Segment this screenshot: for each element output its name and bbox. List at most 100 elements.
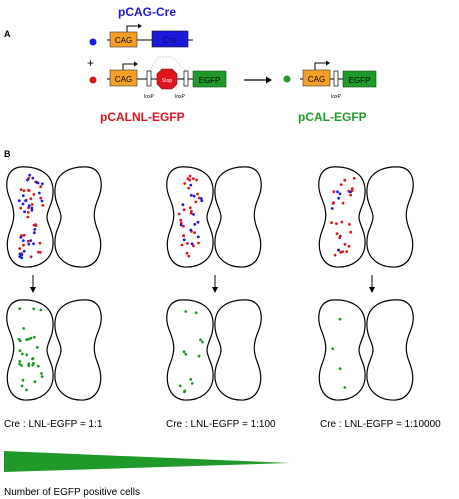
lnl-cag-box [109, 69, 138, 87]
plus-sign: + [87, 56, 94, 70]
cre-plasmid-title: pCAG-Cre [118, 5, 176, 19]
stop-octagon-icon [156, 68, 178, 90]
green-cell-dot [21, 352, 24, 356]
blue-cell-dot [33, 228, 37, 231]
green-dot-icon [283, 75, 291, 83]
red-cell-dot [34, 223, 38, 226]
blue-cell-dot [189, 193, 193, 197]
retina-left-lobe [6, 299, 54, 401]
green-cell-dot [25, 353, 29, 357]
blue-cell-dot [182, 238, 186, 242]
blue-cell-dot [192, 194, 196, 198]
stop-label: Stop [162, 78, 173, 84]
red-cell-dot [186, 242, 189, 245]
green-cell-dot [199, 338, 202, 342]
red-cell-dot [192, 244, 195, 248]
cre-arrowhead-icon [138, 23, 142, 29]
green-cell-dot [31, 357, 34, 361]
retina-pair-bottom-1 [6, 299, 102, 401]
cal-egfp-box [342, 70, 377, 88]
red-cell-dot [179, 218, 183, 222]
green-cell-dot [40, 372, 43, 375]
green-cell-dot [39, 308, 43, 312]
green-cell-dot [22, 327, 26, 330]
green-cell-dot [27, 362, 31, 366]
red-cell-dot [188, 174, 192, 178]
green-cell-dot [18, 360, 22, 363]
blue-cell-dot [21, 239, 25, 242]
red-cell-dot [180, 243, 184, 247]
red-cell-dot [39, 185, 43, 189]
cal-plasmid-title: pCAL-EGFP [298, 110, 367, 124]
green-cell-dot [20, 384, 24, 388]
blue-cell-dot [337, 196, 341, 200]
cre-gene-label: Cre [163, 35, 178, 45]
blue-cell-dot [27, 242, 31, 246]
reaction-arrowhead-icon [266, 76, 272, 84]
blue-cell-dot [199, 197, 203, 200]
red-cell-dot [188, 206, 192, 210]
blue-cell-dot [20, 256, 24, 260]
blue-cell-dot [19, 236, 23, 239]
green-cell-dot [338, 317, 342, 321]
blue-cell-dot [18, 255, 22, 258]
blue-cell-dot [179, 223, 183, 227]
green-cell-dot [31, 363, 35, 367]
red-cell-dot [187, 254, 191, 258]
red-cell-dot [349, 230, 353, 234]
red-cell-dot [187, 186, 191, 190]
blue-cell-dot [27, 204, 31, 207]
blue-cell-dot [192, 213, 195, 216]
retina-left-lobe [318, 166, 366, 268]
red-cell-dot [332, 190, 336, 194]
ratio-label-3: Cre : LNL-EGFP = 1:10000 [320, 419, 441, 430]
red-cell-dot [179, 221, 183, 225]
blue-cell-dot [330, 207, 334, 210]
green-cell-dot [35, 346, 39, 349]
cal-egfp-label: EGFP [349, 76, 371, 85]
loxp-label-left: loxP [144, 94, 154, 100]
blue-cell-dot [193, 223, 197, 226]
red-cell-dot [330, 221, 333, 224]
blue-cell-dot [200, 199, 204, 202]
blue-cell-dot [40, 199, 44, 203]
blue-cell-dot [21, 194, 25, 198]
loxp-label-right: loxP [175, 94, 185, 100]
cre-cag-label: CAG [115, 36, 132, 45]
loxp-site-left [146, 70, 152, 87]
red-dot-icon [89, 76, 97, 84]
red-cell-dot [29, 197, 33, 200]
red-cell-dot [192, 177, 195, 180]
lnl-cag-label: CAG [115, 75, 132, 84]
cal-arrow-icon [314, 62, 328, 70]
green-cell-dot [183, 390, 186, 394]
red-cell-dot [196, 192, 199, 196]
red-cell-dot [193, 231, 196, 234]
red-cell-dot [22, 189, 26, 193]
cal-loxp-site [333, 70, 339, 87]
green-cell-dot [182, 350, 186, 354]
retina-pair-top-1 [6, 166, 102, 268]
red-cell-dot [349, 193, 352, 197]
red-cell-dot [183, 182, 187, 185]
green-cell-dot [21, 378, 25, 382]
green-cell-dot [27, 364, 31, 368]
blue-cell-dot [35, 180, 39, 184]
red-cell-dot [177, 212, 181, 216]
cre-arrow-icon [126, 25, 140, 33]
red-cell-dot [347, 244, 351, 248]
lnl-arrow-icon [122, 63, 136, 71]
green-cell-dot [343, 386, 347, 389]
green-cell-dot [184, 352, 188, 356]
red-cell-dot [197, 241, 200, 245]
retina-right-lobe [54, 299, 102, 401]
cal-cag-label: CAG [308, 75, 325, 84]
red-cell-dot [19, 206, 23, 210]
blue-cell-dot [24, 199, 27, 203]
red-cell-dot [345, 250, 349, 253]
red-cell-dot [26, 215, 30, 219]
blue-cell-dot [30, 206, 34, 210]
green-cell-dot [338, 367, 342, 371]
red-cell-dot [339, 183, 343, 186]
red-cell-dot [26, 211, 30, 214]
